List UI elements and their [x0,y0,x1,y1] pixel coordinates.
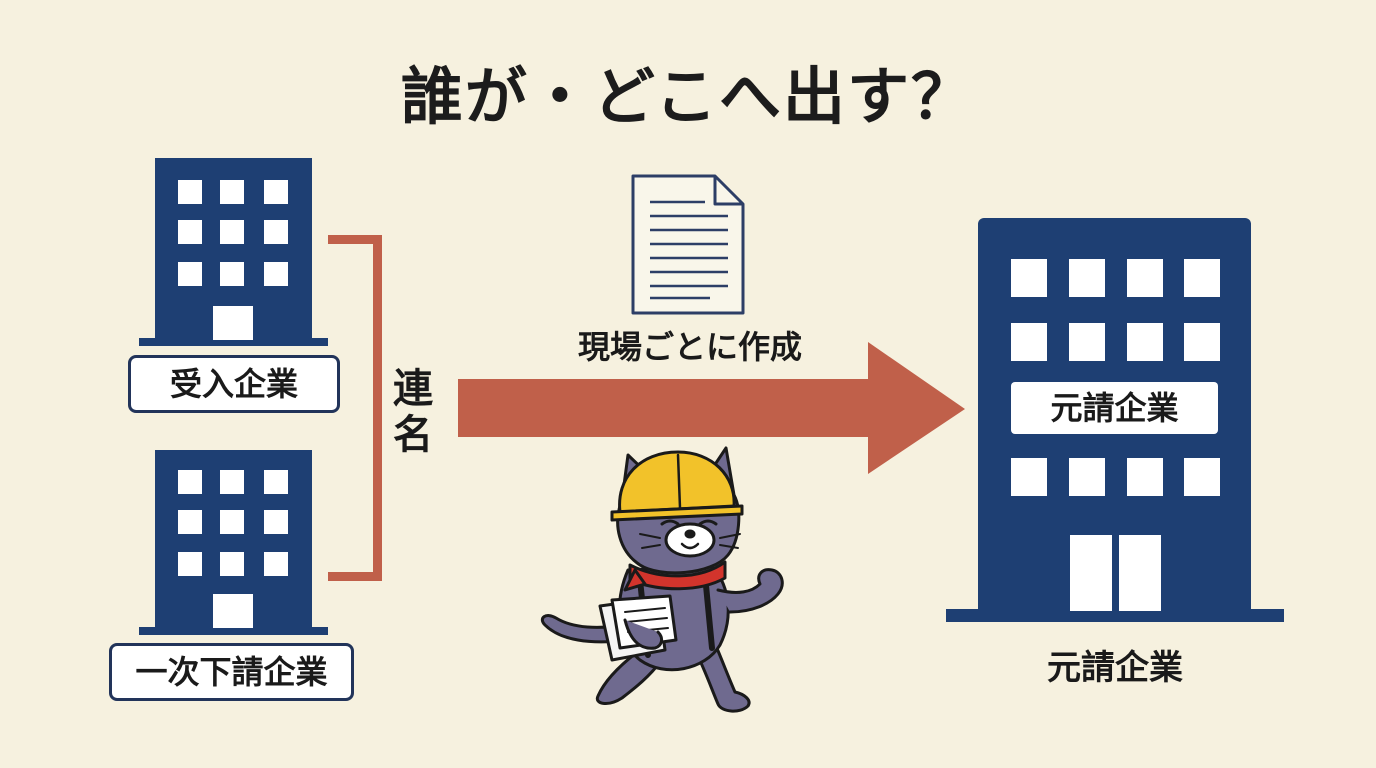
bracket-label: 連名 [393,366,433,458]
company-label-motouke: 元請企業 [1047,648,1183,688]
page-title: 誰が・どこへ出す？ [400,60,976,133]
arrow-icon [458,342,965,474]
document-icon [631,174,745,315]
company-label-ichiji: 一次下請企業 [109,643,354,701]
building-icon-ichiji [139,450,328,635]
document-caption: 現場ごとに作成 [577,328,802,366]
bracket-connector [328,235,382,581]
building-inner-label: 元請企業 [1011,382,1218,434]
company-label-juuire: 受入企業 [128,355,340,413]
building-icon-juuire [139,158,328,346]
cat-mascot [540,446,784,713]
